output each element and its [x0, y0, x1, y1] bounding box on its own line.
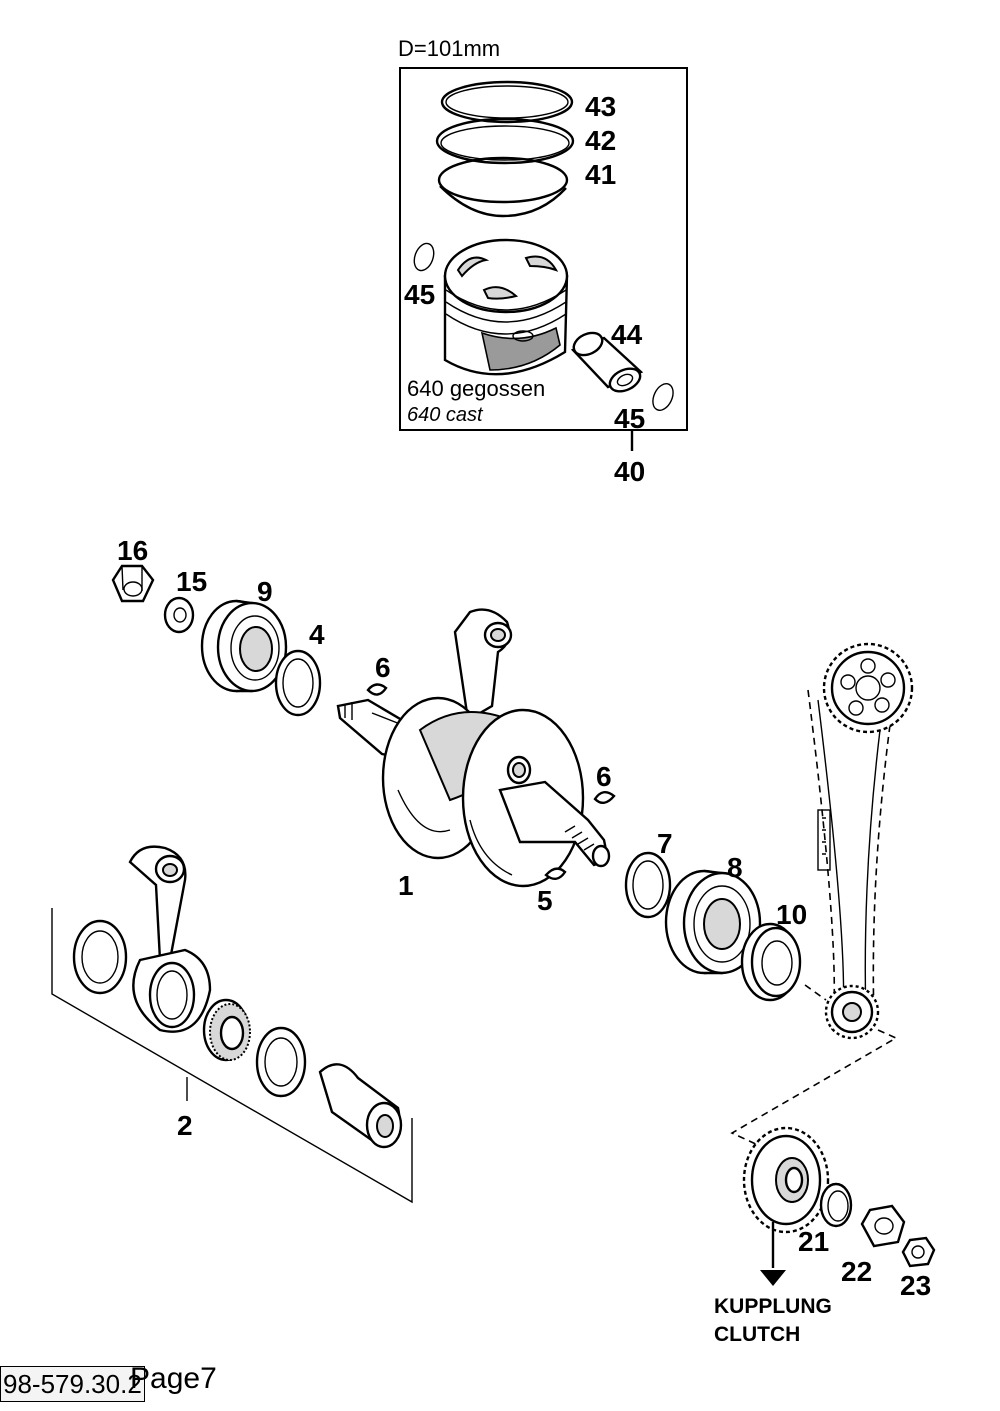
woodruff-key-6-right [593, 791, 616, 804]
piston-group: D=101mm [398, 36, 688, 487]
camshaft-sprocket [822, 642, 914, 734]
clutch-arrow [760, 1222, 786, 1286]
callout-15: 15 [176, 566, 207, 597]
bearing-9 [200, 599, 288, 693]
callout-16: 16 [117, 535, 148, 566]
variant-label-en: 640 cast [407, 404, 484, 426]
piston-ring-42 [435, 117, 575, 165]
shim-7 [624, 851, 672, 919]
seal-10 [740, 922, 802, 1002]
callout-1: 1 [398, 870, 414, 901]
callout-40: 40 [614, 456, 645, 487]
circlip-45-right [652, 383, 674, 411]
circlip-45-left [413, 242, 435, 272]
piston-ring-41 [437, 156, 569, 218]
diameter-label: D=101mm [398, 36, 500, 61]
drawing-code: 98-579.30.2 [0, 1366, 145, 1402]
nut-23 [901, 1236, 936, 1268]
callout-8: 8 [727, 852, 743, 883]
callout-44: 44 [611, 319, 643, 350]
callout-45-left: 45 [404, 279, 435, 310]
callout-6-left: 6 [375, 652, 391, 683]
callout-7: 7 [657, 828, 673, 859]
callout-41: 41 [585, 159, 616, 190]
callout-43: 43 [585, 91, 616, 122]
callout-2: 2 [177, 1110, 193, 1141]
page-number: Page7 [130, 1362, 217, 1395]
callout-21: 21 [798, 1226, 829, 1257]
lock-washer-21 [819, 1182, 853, 1228]
conrod-kit-2 [51, 845, 413, 1204]
crank-sprocket [824, 984, 880, 1040]
shim-4 [274, 649, 322, 717]
washer-15 [163, 596, 195, 634]
nut-22 [860, 1204, 906, 1248]
woodruff-key-6-left [366, 683, 388, 696]
bearing-8 [664, 869, 762, 975]
callout-4: 4 [309, 619, 325, 650]
clutch-label-en: CLUTCH [714, 1323, 800, 1346]
piston [443, 238, 569, 376]
primary-gear [742, 1126, 830, 1234]
callout-10: 10 [776, 899, 807, 930]
clutch-label-de: KUPPLUNG [714, 1295, 832, 1318]
callout-5: 5 [537, 885, 553, 916]
leader-sprocket [804, 984, 827, 1001]
nut-16 [111, 564, 155, 603]
woodruff-key-5 [544, 867, 567, 880]
callout-9: 9 [257, 576, 273, 607]
callout-22: 22 [841, 1256, 872, 1287]
piston-pin-44 [570, 331, 644, 393]
crankshaft-1 [336, 608, 611, 888]
callout-6-right: 6 [596, 761, 612, 792]
variant-label-de: 640 gegossen [407, 376, 545, 401]
callout-45-right: 45 [614, 403, 645, 434]
callout-23: 23 [900, 1270, 931, 1301]
callout-42: 42 [585, 125, 616, 156]
timing-chain [807, 689, 891, 1031]
leader-to-clutch-gear [730, 1029, 898, 1147]
